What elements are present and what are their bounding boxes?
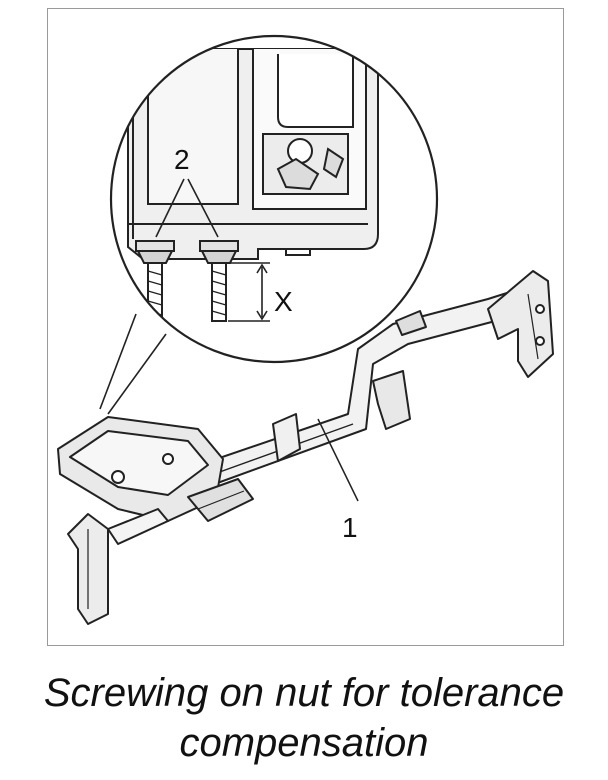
beam-callout-label: 1 — [342, 512, 358, 543]
bolts-callout-label: 2 — [174, 144, 190, 175]
caption-line-2: compensation — [179, 721, 429, 765]
beam-callout-leader — [317, 418, 359, 502]
tolerance-callout-label: X — [274, 286, 293, 317]
caption-line-1: Screwing on nut for tolerance — [43, 671, 565, 715]
figure-caption: Screwing on nut for tolerance compensati… — [0, 668, 608, 768]
cross-member-beam — [57, 270, 554, 625]
magnifier-leader-lines — [99, 313, 167, 415]
illustration-frame: 2 X 1 — [47, 8, 564, 646]
magnified-detail — [109, 34, 439, 364]
cross-member-illustration: 2 X 1 — [57, 34, 554, 625]
